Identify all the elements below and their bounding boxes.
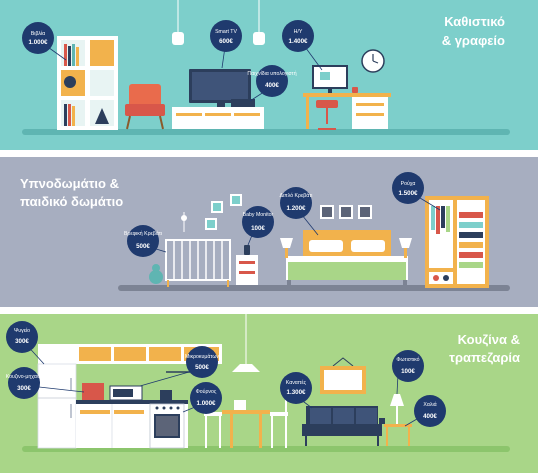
teddy-bear-icon — [149, 264, 163, 284]
tag-price: 400€ — [265, 82, 279, 89]
floor-lamp-icon — [379, 394, 412, 446]
tag-label: Φωτιστικό — [396, 356, 419, 363]
tag-price: 1.400€ — [289, 38, 308, 45]
sofa-icon — [302, 406, 382, 446]
kitchen-title-line-2: τραπεζαρία — [449, 350, 520, 365]
bedroom-panel: Υπνοδωμάτιο & παιδικό δωμάτιο — [0, 157, 538, 307]
tag-price: 500€ — [195, 364, 209, 371]
bedside-lamp-icon — [280, 238, 412, 258]
nightstand-icon — [236, 245, 258, 285]
living-room-panel: Καθιστικό & γραφείο Βιβλία 1.000€ Smart … — [0, 0, 538, 150]
living-room-title-line-2: & γραφείο — [442, 33, 505, 48]
tag-label: Βρεφική Κρεβάτι — [124, 230, 162, 237]
tag-label: Χαλιά — [423, 401, 436, 408]
tag-price: 1.200€ — [287, 205, 306, 212]
coffee-maker-icon — [160, 390, 172, 400]
upper-cabinets-icon — [38, 344, 222, 364]
wall-clock-icon — [361, 49, 385, 73]
desk-icon — [303, 93, 391, 129]
price-tag-clothes: Ρούχα 1.500€ — [392, 172, 441, 211]
tag-price: 500€ — [136, 243, 150, 250]
tag-price: 1.000€ — [29, 39, 48, 46]
baby-crib-icon — [165, 212, 231, 287]
pendant-lamp-icon — [172, 32, 184, 45]
tag-label: Ρούχα — [401, 181, 416, 187]
double-bed-icon — [286, 230, 408, 286]
office-chair-icon — [316, 100, 338, 130]
tag-price: 1.300€ — [287, 389, 306, 396]
price-tag-oven: Φούρνος 1.000€ — [182, 382, 222, 414]
tag-label: Κουζινο-μηχανή — [6, 373, 43, 380]
tag-price: 100€ — [401, 368, 415, 375]
tag-price: 1.000€ — [197, 400, 216, 407]
baby-monitor-icon — [244, 245, 250, 255]
tag-price: 600€ — [219, 38, 233, 45]
price-tag-lamp: Φωτιστικό 100€ — [392, 350, 424, 395]
wall-frames-icon — [205, 194, 372, 230]
price-tag-baby-monitor: Baby Monitor 100€ — [242, 206, 274, 246]
living-room-title-line-1: Καθιστικό — [444, 14, 505, 29]
tag-label: Φούρνος — [196, 389, 217, 395]
tag-label: Baby Monitor — [243, 212, 274, 218]
kitchen-panel: Κουζίνα & τραπεζαρία — [0, 314, 538, 473]
wardrobe-icon — [425, 196, 489, 288]
game-console-icon — [231, 99, 255, 107]
price-tag-stand-mixer: Κουζινο-μηχανή 300€ — [6, 367, 85, 399]
price-tag-computer: Η/Υ 1.400€ — [282, 20, 323, 71]
computer-icon — [312, 65, 358, 93]
oven-icon — [149, 403, 185, 449]
food-processor-icon — [82, 383, 104, 400]
bedroom-title-line-1: Υπνοδωμάτιο & — [20, 176, 119, 191]
tag-label: Ψυγείο — [14, 328, 30, 334]
price-tag-sofa: Καναπές 1.300€ — [280, 372, 313, 409]
price-tag-smart-tv: Smart TV 600€ — [210, 20, 242, 69]
tag-label: Βιβλία — [31, 31, 45, 37]
armchair-icon — [125, 84, 165, 130]
dining-table-icon — [222, 400, 270, 448]
tag-label: Μικροκυμάτων — [185, 353, 219, 360]
price-tag-double-bed: Διπλό Κρεβάτι 1.200€ — [280, 187, 319, 236]
dining-lamp-icon — [232, 314, 260, 372]
wall-mirror-icon — [320, 357, 366, 394]
tag-price: 400€ — [423, 413, 437, 420]
price-tag-fridge: Ψυγείο 300€ — [6, 321, 45, 365]
kitchen-title-line-1: Κουζίνα & — [458, 332, 520, 347]
bookshelf-icon — [57, 36, 118, 130]
tag-label: Smart TV — [215, 29, 237, 35]
tag-label: Διπλό Κρεβάτι — [280, 192, 313, 199]
tag-price: 100€ — [251, 225, 265, 232]
price-tag-rugs: Χαλιά 400€ — [404, 395, 446, 427]
tag-price: 300€ — [17, 385, 31, 392]
pendant-lamp-icon — [253, 32, 265, 45]
fridge-icon — [37, 363, 77, 449]
tag-label: Η/Υ — [294, 29, 303, 35]
price-tag-books: Βιβλία 1.000€ — [22, 22, 67, 61]
tv-icon — [189, 69, 251, 107]
bedroom-title-line-2: παιδικό δωμάτιο — [20, 194, 123, 209]
price-tag-pc-games: Παιχνίδια υπολογιστή 400€ — [247, 65, 297, 102]
price-tag-baby-crib: Βρεφική Κρεβάτι 500€ — [124, 225, 167, 257]
price-tag-microwave: Μικροκυμάτων 500€ — [139, 346, 219, 387]
tag-price: 1.500€ — [399, 190, 418, 197]
tv-stand-icon — [172, 99, 264, 129]
tag-price: 300€ — [15, 338, 29, 345]
tag-label: Παιχνίδια υπολογιστή — [247, 70, 296, 77]
tag-label: Καναπές — [286, 379, 307, 386]
